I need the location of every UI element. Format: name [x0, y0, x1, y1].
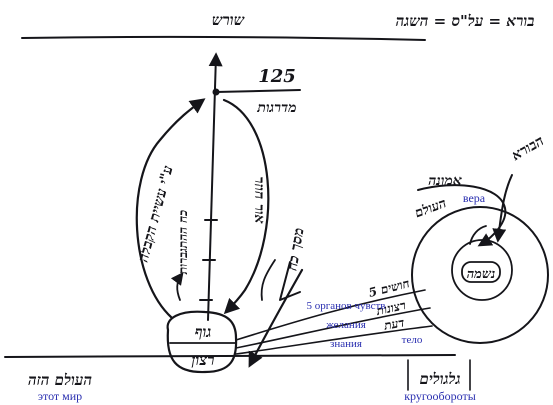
inner-left-text: כח ההתגברות [176, 210, 190, 275]
soul-label: נשמה [467, 267, 496, 282]
top-label: שורש [212, 11, 245, 29]
screen-arrow-zigzag [279, 261, 301, 301]
creature-label-bottom: רצון [192, 351, 215, 369]
senses-russian: 5 органов чувств [306, 300, 385, 312]
degree-divider [215, 89, 301, 93]
ground-russian-label: этот мир [38, 389, 82, 403]
link-line-2 [235, 307, 431, 349]
arrow-label: מסך כח [284, 227, 307, 272]
screen-arrow [248, 268, 304, 368]
ground-line [4, 354, 456, 358]
right-curve-text: אור חוזר [251, 177, 267, 224]
left-upward-curve [135, 98, 206, 320]
cycles-hebrew: גלגולים [419, 370, 460, 388]
knowledge-russian: знания [330, 338, 362, 350]
body-russian: тело [402, 334, 423, 346]
creator-label: הבורא [508, 133, 547, 164]
creature-label-top: גוף [195, 323, 212, 341]
right-downward-curve [222, 98, 270, 315]
creator-arrow [492, 174, 513, 243]
inner-circle-arc [469, 225, 487, 245]
degree-word: מדרגות [256, 100, 296, 116]
cycles-russian: кругообороты [404, 389, 476, 403]
senses-hebrew: 5 חושים [367, 276, 411, 300]
desires-russian: желания [325, 319, 366, 331]
central-axis-arrow [207, 52, 223, 321]
desires-hebrew: רצונות [374, 298, 407, 318]
outer-circle [411, 206, 549, 344]
link-line-3 [235, 325, 433, 355]
soul-box [461, 261, 501, 283]
top-line [21, 35, 426, 41]
faith-arrow [417, 184, 507, 247]
faith-russian: вера [463, 191, 486, 205]
screen-arrow-stroke [260, 259, 276, 301]
inner-small-arrow [170, 271, 184, 301]
creature-box [166, 310, 238, 374]
top-left-formula: בורא = על"ס = השגה [396, 12, 535, 30]
degree-number: 125 [258, 66, 296, 87]
faith-hebrew: אמונה [428, 173, 461, 189]
knowledge-hebrew: דעת [382, 315, 405, 332]
link-line-1 [235, 289, 426, 341]
ground-hebrew-label: העולם הזה [28, 371, 92, 389]
